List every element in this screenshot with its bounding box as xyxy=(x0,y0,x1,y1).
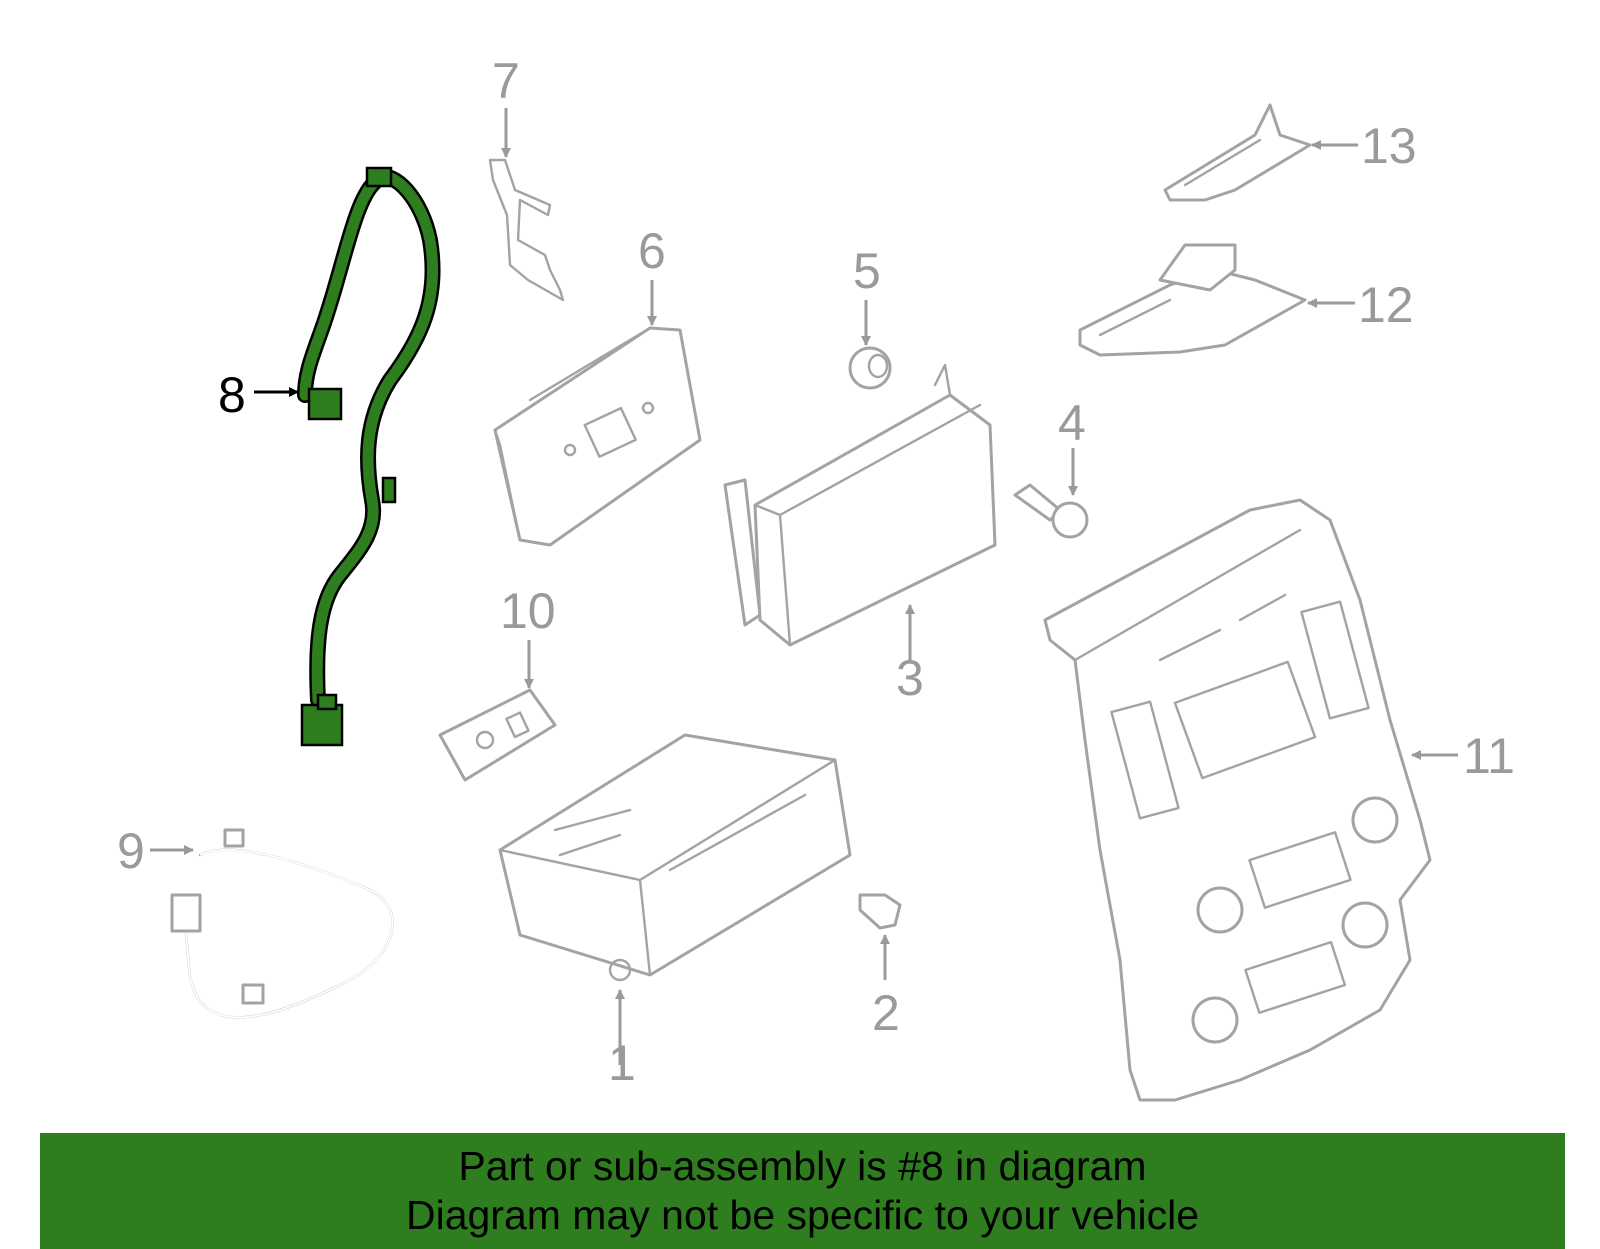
svg-text:13: 13 xyxy=(1361,118,1417,174)
callout-13: 13 xyxy=(1311,118,1417,174)
part-13-trim xyxy=(1163,103,1312,202)
callout-3: 3 xyxy=(896,604,924,706)
svg-text:1: 1 xyxy=(608,1035,636,1091)
svg-text:7: 7 xyxy=(492,53,520,109)
callout-9: 9 xyxy=(117,823,194,879)
part-3-receiver xyxy=(723,363,997,647)
callout-12: 12 xyxy=(1307,277,1414,333)
part-1-cd-player xyxy=(498,733,852,982)
banner-line-disclaimer: Diagram may not be specific to your vehi… xyxy=(405,1192,1199,1238)
part-12-shifter xyxy=(1078,243,1307,357)
svg-text:8: 8 xyxy=(218,367,246,423)
part-6-module xyxy=(493,326,702,547)
part-10-switch xyxy=(438,688,557,782)
svg-text:10: 10 xyxy=(500,583,556,639)
svg-text:5: 5 xyxy=(853,243,881,299)
svg-text:6: 6 xyxy=(638,223,666,279)
banner-line-part-number: Part or sub-assembly is #8 in diagram xyxy=(458,1143,1147,1189)
part-11-console-panel xyxy=(1043,498,1432,1102)
part-2-screw xyxy=(858,893,902,930)
callout-11: 11 xyxy=(1411,728,1515,784)
svg-text:9: 9 xyxy=(117,823,145,879)
svg-text:3: 3 xyxy=(896,650,924,706)
part-8-wiring-harness[interactable] xyxy=(297,166,441,747)
callout-7: 7 xyxy=(492,53,520,158)
svg-text:12: 12 xyxy=(1358,277,1414,333)
callout-8: 8 xyxy=(218,367,299,423)
callout-4: 4 xyxy=(1058,395,1086,496)
callout-5: 5 xyxy=(853,243,881,346)
callout-10: 10 xyxy=(500,583,556,689)
svg-text:11: 11 xyxy=(1463,728,1515,784)
callout-1: 1 xyxy=(608,989,636,1091)
svg-text:4: 4 xyxy=(1058,395,1086,451)
part-7-bracket xyxy=(488,158,565,302)
callout-6: 6 xyxy=(638,223,666,326)
part-5-grommet xyxy=(848,346,892,390)
part-4-bolt xyxy=(1013,483,1089,539)
parts-diagram: 1 2 3 4 5 6 7 8 9 10 11 12 xyxy=(117,53,1515,1102)
info-banner: Part or sub-assembly is #8 in diagram Di… xyxy=(40,1133,1565,1249)
part-9-cable xyxy=(170,828,394,1019)
svg-text:2: 2 xyxy=(872,985,900,1041)
callout-2: 2 xyxy=(872,934,900,1041)
